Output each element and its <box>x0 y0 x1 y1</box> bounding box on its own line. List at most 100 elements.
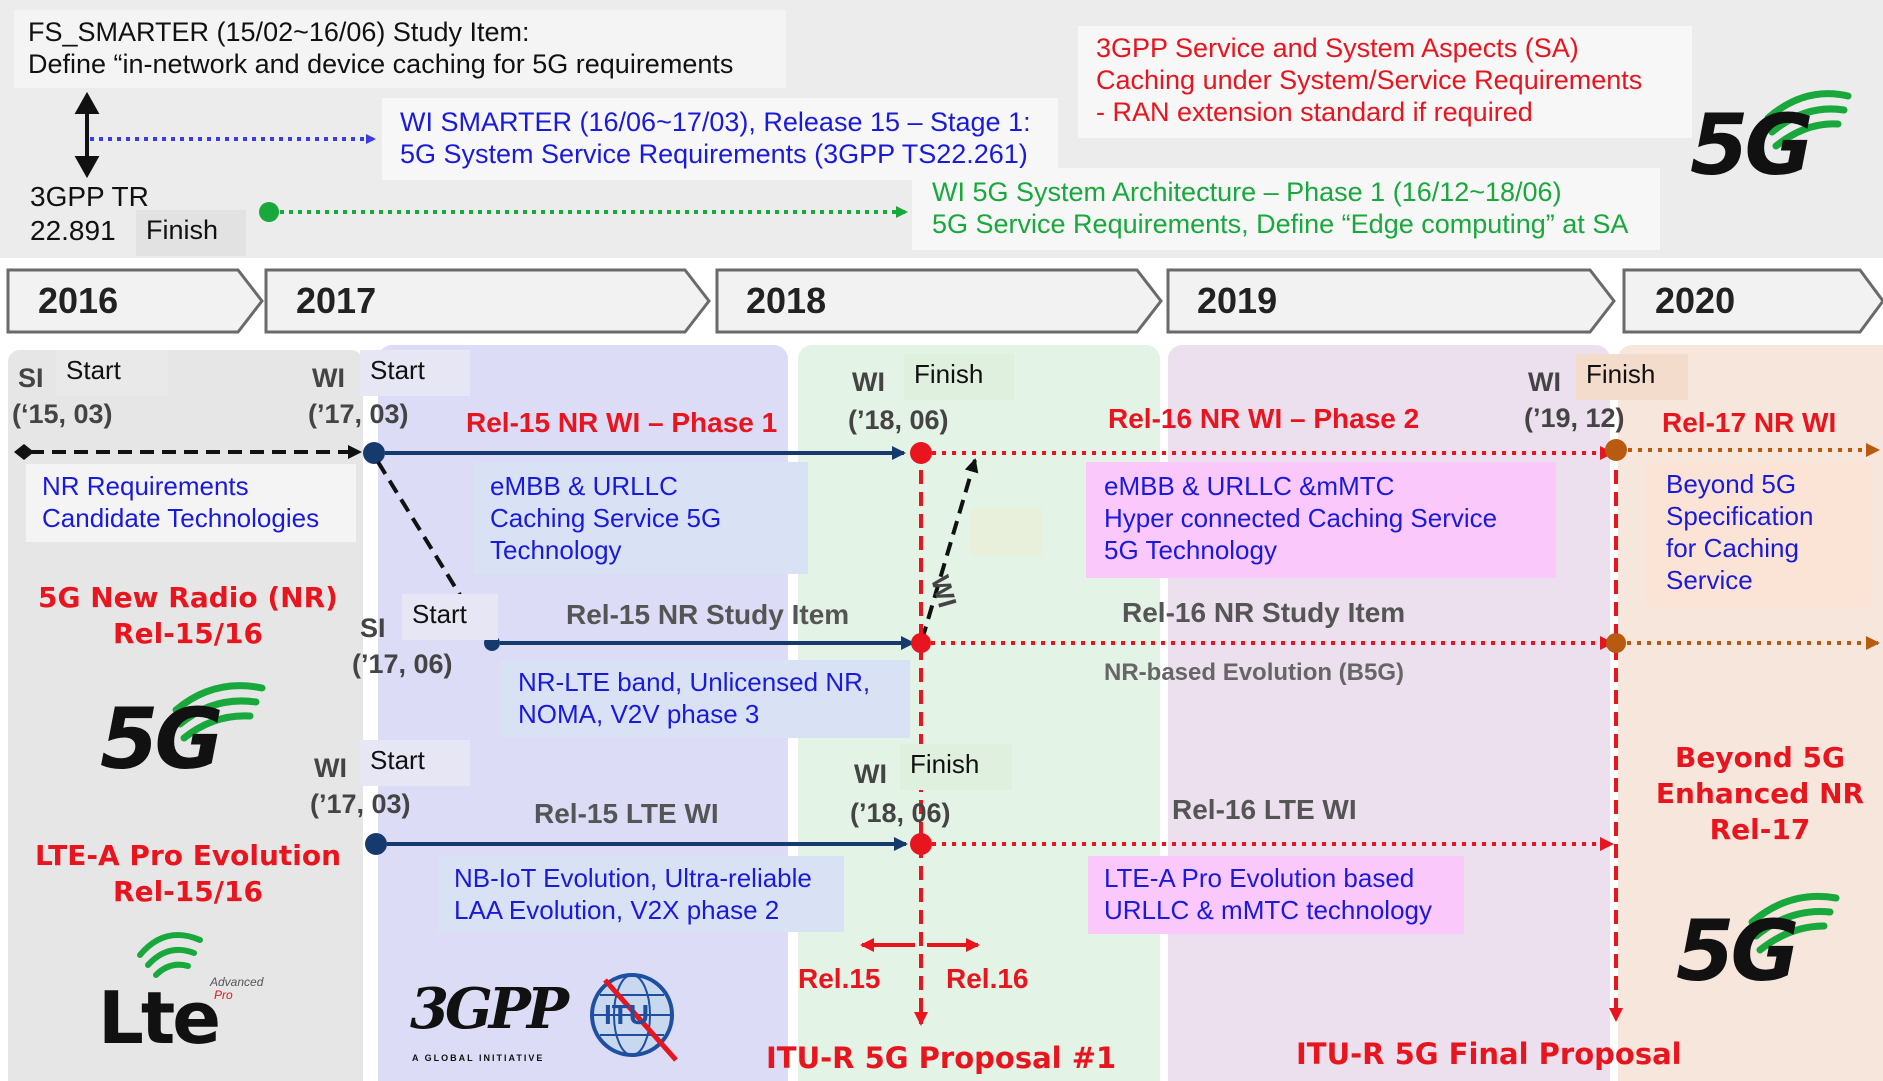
wi-arch-line2: 5G Service Requirements, Define “Edge co… <box>932 209 1629 239</box>
phase1-study-line2: NOMA, V2V phase 3 <box>518 699 760 729</box>
chevron-2017 <box>264 268 711 334</box>
finish2018-wi-date: (’18, 06) <box>848 405 949 435</box>
itu-proposal-1: ITU-R 5G Proposal #1 <box>766 1041 1117 1075</box>
phase1-study-box: NR-LTE band, Unlicensed NR, NOMA, V2V ph… <box>500 660 910 738</box>
phase1-wi-date: (’17, 03) <box>308 399 409 429</box>
year-2018: 2018 <box>746 280 827 321</box>
year-2016: 2016 <box>38 280 119 321</box>
phase1-lte-box: NB-IoT Evolution, Ultra-reliable LAA Evo… <box>438 856 844 932</box>
phase2-box-line3: 5G Technology <box>1104 535 1277 565</box>
5g-swoosh-left <box>172 682 266 742</box>
phase2-lte-line1: LTE-A Pro Evolution based <box>1104 863 1415 893</box>
tr-label: 3GPP TR 22.891 <box>30 180 149 248</box>
nr-req-line2: Candidate Technologies <box>42 503 320 533</box>
lte-logo: Lte <box>98 976 221 1060</box>
phase3-red-line1: Beyond 5G <box>1674 741 1845 774</box>
phase3-box-line1: Beyond 5G <box>1666 469 1797 499</box>
phase3-wi-label: WI <box>1528 367 1561 397</box>
phase1-box-line2: Caching Service 5G <box>490 503 722 533</box>
phase2-lte-box: LTE-A Pro Evolution based URLLC & mMTC t… <box>1088 856 1464 934</box>
5g-logo-bottom-right: 5G <box>1676 902 1799 1000</box>
nr-title-line1: 5G New Radio (NR) <box>38 581 338 614</box>
rel15-label: Rel.15 <box>798 963 881 994</box>
finish2018-lte-wi-finish-text: Finish <box>910 749 980 779</box>
chevron-2016 <box>6 268 264 334</box>
sa-box: 3GPP Service and System Aspects (SA) Cac… <box>1078 26 1692 138</box>
fs-smarter-line2: Define “in-network and device caching fo… <box>28 49 734 79</box>
tr-line2: 22.891 <box>30 215 116 246</box>
sa-line1: 3GPP Service and System Aspects (SA) <box>1096 33 1579 63</box>
phase1-lte-wi-start-badge: Start <box>360 740 470 786</box>
phase2-evolution: NR-based Evolution (B5G) <box>1104 659 1405 686</box>
phase1-title: Rel-15 NR WI – Phase 1 <box>466 407 778 438</box>
5g-logo-left: 5G <box>100 690 223 788</box>
chevron-2020 <box>1622 268 1883 334</box>
phase1-lte-wi-title: Rel-15 LTE WI <box>534 798 719 829</box>
chevron-2018 <box>715 268 1163 334</box>
nr-title-line2: Rel-15/16 <box>113 617 263 650</box>
phase1-lte-line2: LAA Evolution, V2X phase 2 <box>454 895 780 925</box>
si-start-diamond <box>14 444 34 460</box>
lte-signal-icon <box>137 932 203 978</box>
finish-2018-nr-dot <box>910 442 932 464</box>
year-2017: 2017 <box>296 280 377 321</box>
phase3-red-line3: Rel-17 <box>1709 813 1811 846</box>
finish-2018-study-dot <box>911 633 931 653</box>
lte-title-line2: Rel-15/16 <box>113 875 263 908</box>
phase3-title: Rel-17 NR WI <box>1662 407 1837 438</box>
finish2018-wi-finish-badge: Finish <box>904 354 1014 400</box>
5g-swoosh-bottom-right <box>1748 892 1840 954</box>
phase3-red-title: Beyond 5G Enhanced NR Rel-17 <box>1630 740 1883 848</box>
fs-smarter-box: FS_SMARTER (15/02~16/06) Study Item: Def… <box>14 10 786 88</box>
phase1-lte-wi-label: WI <box>314 753 347 783</box>
phase1-si-start-badge: Start <box>402 594 498 640</box>
nr-title: 5G New Radio (NR) Rel-15/16 <box>28 580 348 652</box>
phase1-si-label: SI <box>360 613 386 643</box>
finish2018-lte-wi-finish-badge: Finish <box>900 744 1012 790</box>
phase2-title: Rel-16 NR WI – Phase 2 <box>1108 403 1420 434</box>
phase1-wi-start-text: Start <box>370 355 425 385</box>
phase3-study-dot <box>1606 633 1626 653</box>
phase2-box-line1: eMBB & URLLC &mMTC <box>1104 471 1395 501</box>
wi-smarter-box: WI SMARTER (16/06~17/03), Release 15 – S… <box>382 98 1058 180</box>
phase1-lte-wi-start-text: Start <box>370 745 425 775</box>
lte-title-line1: LTE-A Pro Evolution <box>34 839 342 872</box>
phase3-wi-dot <box>1605 439 1627 461</box>
phase1-box-line3: Technology <box>490 535 622 565</box>
finish2018-wi-diag-bg <box>970 508 1042 556</box>
wi-arch-start-dot <box>259 202 279 222</box>
wi-arch-line1: WI 5G System Architecture – Phase 1 (16/… <box>932 177 1562 207</box>
finish2018-lte-wi-date: (’18, 06) <box>850 798 951 828</box>
phase3-box-line4: Service <box>1666 565 1753 595</box>
wi-smarter-line1: WI SMARTER (16/06~17/03), Release 15 – S… <box>400 107 1031 137</box>
si-start-text: Start <box>66 355 121 385</box>
study-to-wi-dashed <box>920 458 979 641</box>
year-2019: 2019 <box>1197 280 1278 321</box>
phase1-wi-start-dot <box>363 442 385 464</box>
phase2-study-item: Rel-16 NR Study Item <box>1122 597 1406 628</box>
itu-final-proposal: ITU-R 5G Final Proposal <box>1296 1037 1682 1071</box>
si-date-left: (‘15, 03) <box>12 399 113 429</box>
finish2018-lte-wi-label: WI <box>854 759 887 789</box>
phase3-box-line3: for Caching <box>1666 533 1799 563</box>
lte-title: LTE-A Pro Evolution Rel-15/16 <box>28 838 348 910</box>
year-chevrons <box>6 268 1883 334</box>
finish2018-wi-label: WI <box>852 367 885 397</box>
tr-finish-badge: Finish <box>136 210 246 256</box>
sa-line2: Caching under System/Service Requirement… <box>1096 65 1643 95</box>
phase1-study-line1: NR-LTE band, Unlicensed NR, <box>518 667 871 697</box>
3gpp-logo-sub: A GLOBAL INITIATIVE <box>412 1053 545 1063</box>
phase1-lte-wi-date: (’17, 03) <box>310 789 411 819</box>
nr-req-line1: NR Requirements <box>42 471 249 501</box>
phase3-box-line2: Specification <box>1666 501 1814 531</box>
lte-wi-start-dot <box>365 833 387 855</box>
si-start-badge: Start <box>56 350 168 396</box>
finish2018-wi-finish-text: Finish <box>914 359 984 389</box>
phase3-red-line2: Enhanced NR <box>1655 777 1865 810</box>
tr-finish-text: Finish <box>146 215 219 245</box>
sa-line3: - RAN extension standard if required <box>1096 97 1533 127</box>
nr-requirements-box: NR Requirements Candidate Technologies <box>26 464 356 542</box>
chevron-2019 <box>1166 268 1616 334</box>
lte-logo-advanced: Advanced <box>210 975 264 989</box>
